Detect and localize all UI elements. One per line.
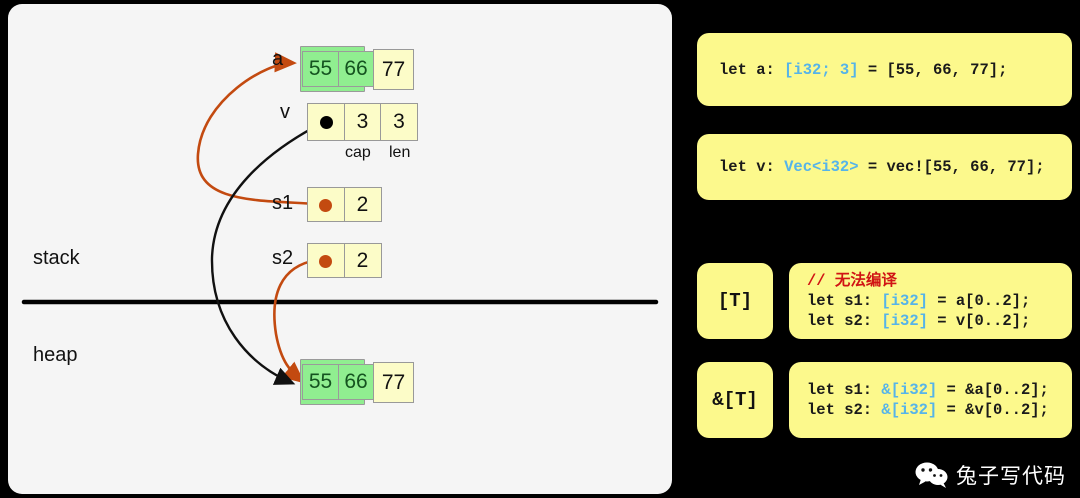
code-seg-pre: let s2: <box>807 401 882 419</box>
code-comment-cannot-compile: // 无法编译 <box>807 272 897 290</box>
heap-array-cell-1: 66 <box>337 364 375 400</box>
code-line-vec-decl: let v: Vec<i32> = vec![55, 66, 77]; <box>719 157 1045 177</box>
code-seg-pre: let v: <box>719 158 785 176</box>
label-stack: stack <box>33 247 80 269</box>
code-seg-post: = &a[0..2]; <box>937 381 1049 399</box>
slice-s2-len-cell: 2 <box>343 243 382 278</box>
code-seg-type: &[i32] <box>881 401 938 419</box>
arrow-s1-to-a <box>196 52 318 206</box>
vec-v-ptr-cell <box>307 103 345 141</box>
code-seg-pre: let s2: <box>807 312 882 330</box>
watermark: 兔子写代码 <box>915 460 1066 490</box>
label-len: len <box>389 144 411 161</box>
vec-v-cells: 3 3 <box>307 103 418 141</box>
code-line-s2-unsized: let s2: [i32] = v[0..2]; <box>807 311 1030 331</box>
slice-s2-cells: 2 <box>307 243 382 278</box>
code-seg-post: = vec![55, 66, 77]; <box>858 158 1045 176</box>
code-seg-pre: let s1: <box>807 292 882 310</box>
array-a-cell-1: 66 <box>337 51 375 87</box>
code-card-unsized-slice: // 无法编译 let s1: [i32] = a[0..2]; let s2:… <box>789 263 1072 339</box>
vec-v-cap-cell: 3 <box>343 103 382 141</box>
code-seg-post: = a[0..2]; <box>927 292 1031 310</box>
arrow-v-to-heap <box>210 121 323 385</box>
heap-array-cells: 55 66 77 <box>302 362 414 403</box>
code-card-slice-reference: let s1: &[i32] = &a[0..2]; let s2: &[i32… <box>789 362 1072 438</box>
code-seg-type: [i32] <box>881 312 928 330</box>
code-line-s1-ref: let s1: &[i32] = &a[0..2]; <box>807 380 1049 400</box>
code-block-slice-reference: let s1: &[i32] = &a[0..2]; let s2: &[i32… <box>807 380 1049 420</box>
label-var-v: v <box>280 101 290 123</box>
slice-s1-cells: 2 <box>307 187 382 222</box>
badge-unsized-slice: [T] <box>697 263 773 339</box>
code-seg-type: [i32; 3] <box>784 60 859 79</box>
slice-s1-ptr-dot <box>319 199 332 212</box>
slice-s1-len-cell: 2 <box>343 187 382 222</box>
code-seg-pre: let s1: <box>807 381 882 399</box>
watermark-text: 兔子写代码 <box>956 464 1066 488</box>
label-var-s1: s1 <box>272 192 294 214</box>
array-a-cell-2: 77 <box>373 49 414 90</box>
memory-diagram-panel: stack heap a 55 66 77 v 3 3 cap len s1 2 <box>8 4 672 494</box>
label-heap: heap <box>33 344 78 366</box>
code-line-array-decl: let a: [i32; 3] = [55, 66, 77]; <box>719 60 1007 80</box>
heap-array-cell-2: 77 <box>373 362 414 403</box>
code-line-s2-ref: let s2: &[i32] = &v[0..2]; <box>807 400 1049 420</box>
array-a-cell-0: 55 <box>302 51 339 87</box>
code-seg-type: Vec<i32> <box>784 158 859 176</box>
label-var-s2: s2 <box>272 247 294 269</box>
code-card-vec-decl: let v: Vec<i32> = vec![55, 66, 77]; <box>697 134 1072 200</box>
vec-v-ptr-dot <box>320 116 333 129</box>
diagram-arrows-layer <box>21 52 659 385</box>
slice-s1-ptr-cell <box>307 187 345 222</box>
code-seg-post: = v[0..2]; <box>927 312 1031 330</box>
slice-s2-ptr-dot <box>319 255 332 268</box>
array-a-cells: 55 66 77 <box>302 49 414 90</box>
vec-v-len-cell: 3 <box>380 103 418 141</box>
code-seg-post: = &v[0..2]; <box>937 401 1049 419</box>
wechat-icon <box>915 462 948 488</box>
code-seg-pre: let a: <box>719 60 785 79</box>
code-card-array-decl: let a: [i32; 3] = [55, 66, 77]; <box>697 33 1072 106</box>
code-block-unsized-slice: // 无法编译 let s1: [i32] = a[0..2]; let s2:… <box>807 271 1030 331</box>
code-seg-post: = [55, 66, 77]; <box>858 60 1008 79</box>
heap-array-cell-0: 55 <box>302 364 339 400</box>
slice-s2-ptr-cell <box>307 243 345 278</box>
code-seg-type: [i32] <box>881 292 928 310</box>
code-line-s1-unsized: let s1: [i32] = a[0..2]; <box>807 291 1030 311</box>
label-var-a: a <box>272 48 284 70</box>
label-cap: cap <box>345 144 371 161</box>
code-seg-type: &[i32] <box>881 381 938 399</box>
badge-slice-reference: &[T] <box>697 362 773 438</box>
